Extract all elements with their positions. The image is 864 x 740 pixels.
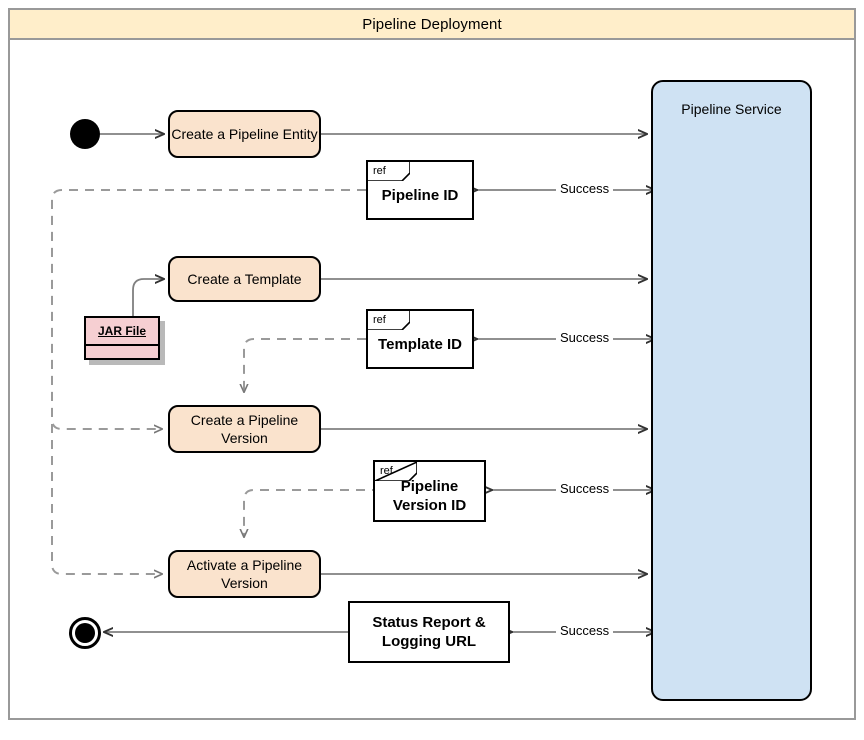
pipeline-service-label: Pipeline Service	[681, 101, 782, 117]
edge-label-success-1: Success	[556, 181, 614, 196]
diagram-title-bar: Pipeline Deployment	[8, 8, 856, 40]
note-pipeline-version-id[interactable]: ref Pipeline Version ID	[373, 460, 486, 522]
note-pipeline-id[interactable]: ref Pipeline ID	[366, 160, 474, 220]
ref-tab: ref	[368, 311, 410, 330]
note-label: Pipeline ID	[381, 186, 459, 204]
note-label: Template ID	[378, 335, 462, 353]
pipeline-service-box[interactable]: Pipeline Service	[651, 80, 812, 701]
note-label: Pipeline Version ID	[392, 478, 467, 514]
ref-tab-label: ref	[380, 465, 393, 477]
activity-label: Create a Pipeline Version	[190, 412, 299, 446]
jar-file-divider	[86, 344, 158, 346]
activity-label: Create a Pipeline Entity	[171, 126, 318, 142]
start-node	[70, 119, 100, 149]
ref-tab: ref	[375, 462, 417, 481]
page-title: Pipeline Deployment	[362, 15, 502, 33]
edge-label-success-4: Success	[556, 623, 614, 638]
note-label: Status Report & Logging URL	[372, 614, 486, 650]
activity-create-pipeline-entity[interactable]: Create a Pipeline Entity	[168, 110, 321, 158]
activity-create-template[interactable]: Create a Template	[168, 256, 321, 302]
activity-create-pipeline-version[interactable]: Create a Pipeline Version	[168, 405, 321, 453]
ref-tab-label: ref	[373, 165, 386, 177]
edge-label-success-2: Success	[556, 330, 614, 345]
ref-tab: ref	[368, 162, 410, 181]
note-status-report[interactable]: Status Report & Logging URL	[348, 601, 510, 663]
note-template-id[interactable]: ref Template ID	[366, 309, 474, 369]
jar-file-label: JAR File	[97, 324, 146, 338]
edge-label-success-3: Success	[556, 481, 614, 496]
activity-label: Create a Template	[187, 271, 302, 287]
activity-label: Activate a Pipeline Version	[186, 557, 303, 591]
end-node-fill	[75, 623, 95, 643]
ref-tab-label: ref	[373, 314, 386, 326]
activity-activate-pipeline-version[interactable]: Activate a Pipeline Version	[168, 550, 321, 598]
jar-file-object[interactable]: JAR File	[84, 316, 160, 360]
